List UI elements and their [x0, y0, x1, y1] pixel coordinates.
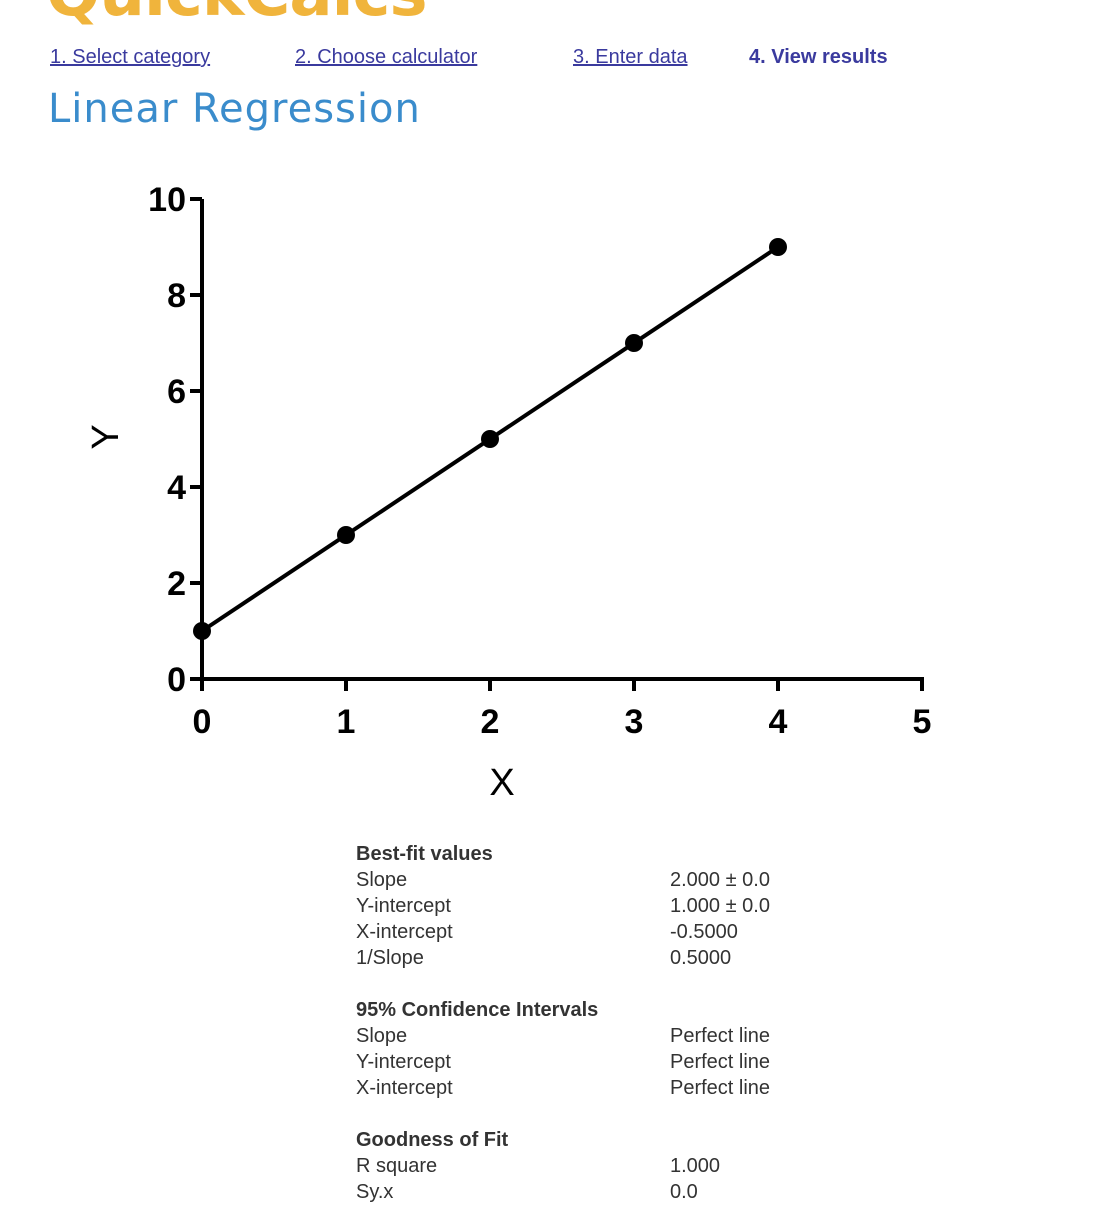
section-heading: 95% Confidence Intervals: [356, 999, 599, 1021]
data-point: [625, 334, 643, 352]
result-label: 1/Slope: [356, 947, 424, 969]
data-point: [193, 622, 211, 640]
result-value: Perfect line: [670, 1051, 771, 1073]
y-tick-label: 4: [167, 469, 186, 507]
result-row: X-intercept Perfect line: [356, 1075, 916, 1101]
result-value: 2.000 ± 0.0: [670, 869, 770, 891]
result-value: -0.5000: [670, 921, 738, 943]
wizard-steps: 1. Select category 2. Choose calculator …: [0, 44, 1104, 74]
y-axis-title: Y: [85, 424, 127, 449]
result-value: 0.5000: [670, 947, 732, 969]
data-point: [481, 430, 499, 448]
result-label: Y-intercept: [356, 1051, 451, 1073]
data-point: [769, 238, 787, 256]
result-row: Y-intercept Perfect line: [356, 1049, 916, 1075]
result-row: Sy.x 0.0: [356, 1179, 916, 1205]
result-label: Sy.x: [356, 1181, 394, 1203]
result-row: Slope 2.000 ± 0.0: [356, 867, 916, 893]
y-tick-label: 8: [167, 277, 186, 315]
y-tick-label: 0: [167, 661, 186, 699]
quickcalcs-logo: QuickCalcs: [46, 0, 428, 26]
result-label: R square: [356, 1155, 438, 1177]
result-value: Perfect line: [670, 1025, 771, 1047]
result-value: 1.000 ± 0.0: [670, 895, 770, 917]
result-label: X-intercept: [356, 1077, 453, 1099]
step-enter-data-link[interactable]: 3. Enter data: [573, 46, 688, 68]
step-choose-calculator-link[interactable]: 2. Choose calculator: [295, 46, 478, 68]
step-view-results-current: 4. View results: [749, 46, 888, 68]
y-tick-label: 6: [167, 373, 186, 411]
x-tick-label: 3: [625, 703, 644, 741]
x-tick-label: 1: [337, 703, 356, 741]
result-label: Slope: [356, 1025, 408, 1047]
result-row: Slope Perfect line: [356, 1023, 916, 1049]
y-tick-label: 2: [167, 565, 186, 603]
results-panel: Best-fit values Slope 2.000 ± 0.0 Y-inte…: [356, 841, 916, 1231]
result-row: X-intercept -0.5000: [356, 919, 916, 945]
y-tick-label: 10: [148, 181, 186, 219]
result-row: Y-intercept 1.000 ± 0.0: [356, 893, 916, 919]
x-tick-label: 4: [769, 703, 788, 741]
result-label: X-intercept: [356, 921, 453, 943]
result-label: Slope: [356, 869, 408, 891]
x-tick-label: 0: [193, 703, 212, 741]
section-heading: Goodness of Fit: [356, 1129, 509, 1151]
result-value: 0.0: [670, 1181, 698, 1203]
step-select-category-link[interactable]: 1. Select category: [50, 46, 211, 68]
best-fit-section: Best-fit values Slope 2.000 ± 0.0 Y-inte…: [356, 841, 916, 971]
regression-chart: 0 2 4 6 8 10 0 1 2 3 4 5X Y: [85, 181, 932, 804]
data-point: [337, 526, 355, 544]
result-row: R square 1.000: [356, 1153, 916, 1179]
result-value: 1.000: [670, 1155, 721, 1177]
goodness-of-fit-section: Goodness of Fit R square 1.000 Sy.x 0.0: [356, 1127, 916, 1205]
page-title: Linear Regression: [48, 86, 421, 132]
confidence-intervals-section: 95% Confidence Intervals Slope Perfect l…: [356, 997, 916, 1101]
section-heading: Best-fit values: [356, 843, 493, 865]
x-tick-label: 2: [481, 703, 500, 741]
result-value: Perfect line: [670, 1077, 771, 1099]
result-row: 1/Slope 0.5000: [356, 945, 916, 971]
x-axis-title: X: [489, 762, 514, 804]
x-tick-label: 5: [913, 703, 932, 741]
result-label: Y-intercept: [356, 895, 451, 917]
